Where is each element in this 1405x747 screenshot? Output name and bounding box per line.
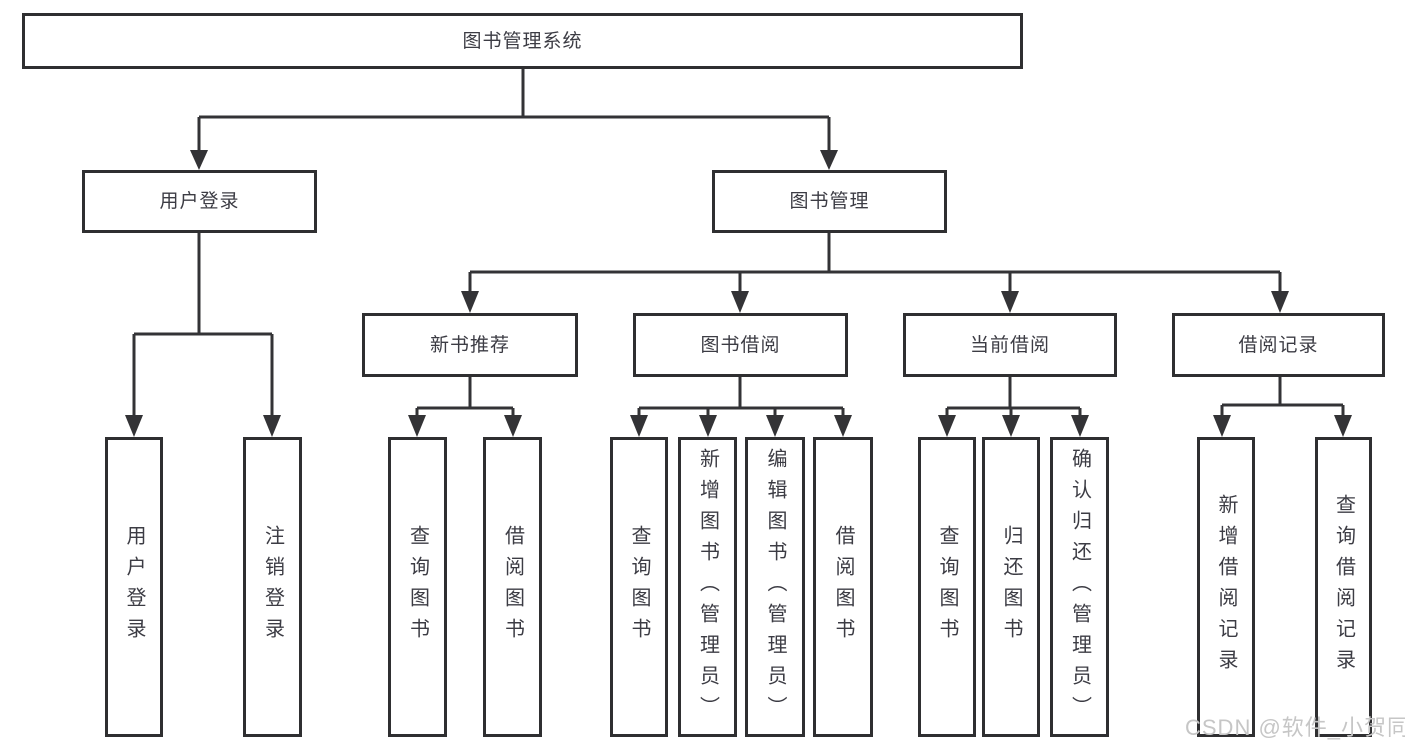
leaf-edit-book-admin: 编辑图书（管理员）	[745, 437, 805, 737]
arrowhead	[1334, 415, 1352, 437]
arrowhead	[1002, 415, 1020, 437]
leaf-logout: 注销登录	[243, 437, 302, 737]
wire-book-borrow-to-leaves	[637, 377, 845, 421]
node-user-login: 用户登录	[82, 170, 317, 233]
leaf-borrow-books-recommend: 借阅图书	[483, 437, 542, 737]
node-current-borrow: 当前借阅	[903, 313, 1117, 377]
node-borrow-records: 借阅记录	[1172, 313, 1385, 377]
leaf-query-books-borrow: 查询图书	[610, 437, 668, 737]
arrowhead	[1001, 291, 1019, 313]
leaf-add-book-admin: 新增图书（管理员）	[678, 437, 737, 737]
node-library-management-system: 图书管理系统	[22, 13, 1023, 69]
wire-current-borrow-to-leaves	[945, 377, 1082, 421]
arrowhead	[408, 415, 426, 437]
csdn-watermark: CSDN @软件_小贺同学	[1185, 715, 1405, 740]
leaf-confirm-return-admin: 确认归还（管理员）	[1050, 437, 1109, 737]
leaf-query-books-recommend: 查询图书	[388, 437, 447, 737]
arrowhead	[699, 415, 717, 437]
arrowhead	[1071, 415, 1089, 437]
arrowhead	[834, 415, 852, 437]
leaf-add-borrow-record: 新增借阅记录	[1197, 437, 1255, 737]
leaf-return-book: 归还图书	[982, 437, 1040, 737]
arrowhead	[731, 291, 749, 313]
wire-new-book-recommend-to-leaves	[415, 377, 515, 421]
node-book-management: 图书管理	[712, 170, 947, 233]
arrowhead	[461, 291, 479, 313]
wire-root-to-level2	[197, 69, 831, 153]
leaf-user-login: 用户登录	[105, 437, 163, 737]
arrowhead	[190, 150, 208, 170]
arrowhead	[125, 415, 143, 437]
arrowhead	[766, 415, 784, 437]
arrowhead	[820, 150, 838, 170]
node-new-book-recommend: 新书推荐	[362, 313, 578, 377]
node-book-borrow: 图书借阅	[633, 313, 848, 377]
wire-user-login-to-leaves	[132, 232, 274, 421]
wire-book-management-to-level3	[468, 233, 1282, 297]
arrowhead	[630, 415, 648, 437]
arrowhead	[1213, 415, 1231, 437]
arrowhead	[263, 415, 281, 437]
arrowhead	[938, 415, 956, 437]
leaf-query-borrow-record: 查询借阅记录	[1315, 437, 1372, 737]
wire-borrow-records-to-leaves	[1220, 377, 1345, 421]
leaf-query-books-current: 查询图书	[918, 437, 976, 737]
arrowhead	[1271, 291, 1289, 313]
leaf-borrow-books: 借阅图书	[813, 437, 873, 737]
arrowhead	[504, 415, 522, 437]
